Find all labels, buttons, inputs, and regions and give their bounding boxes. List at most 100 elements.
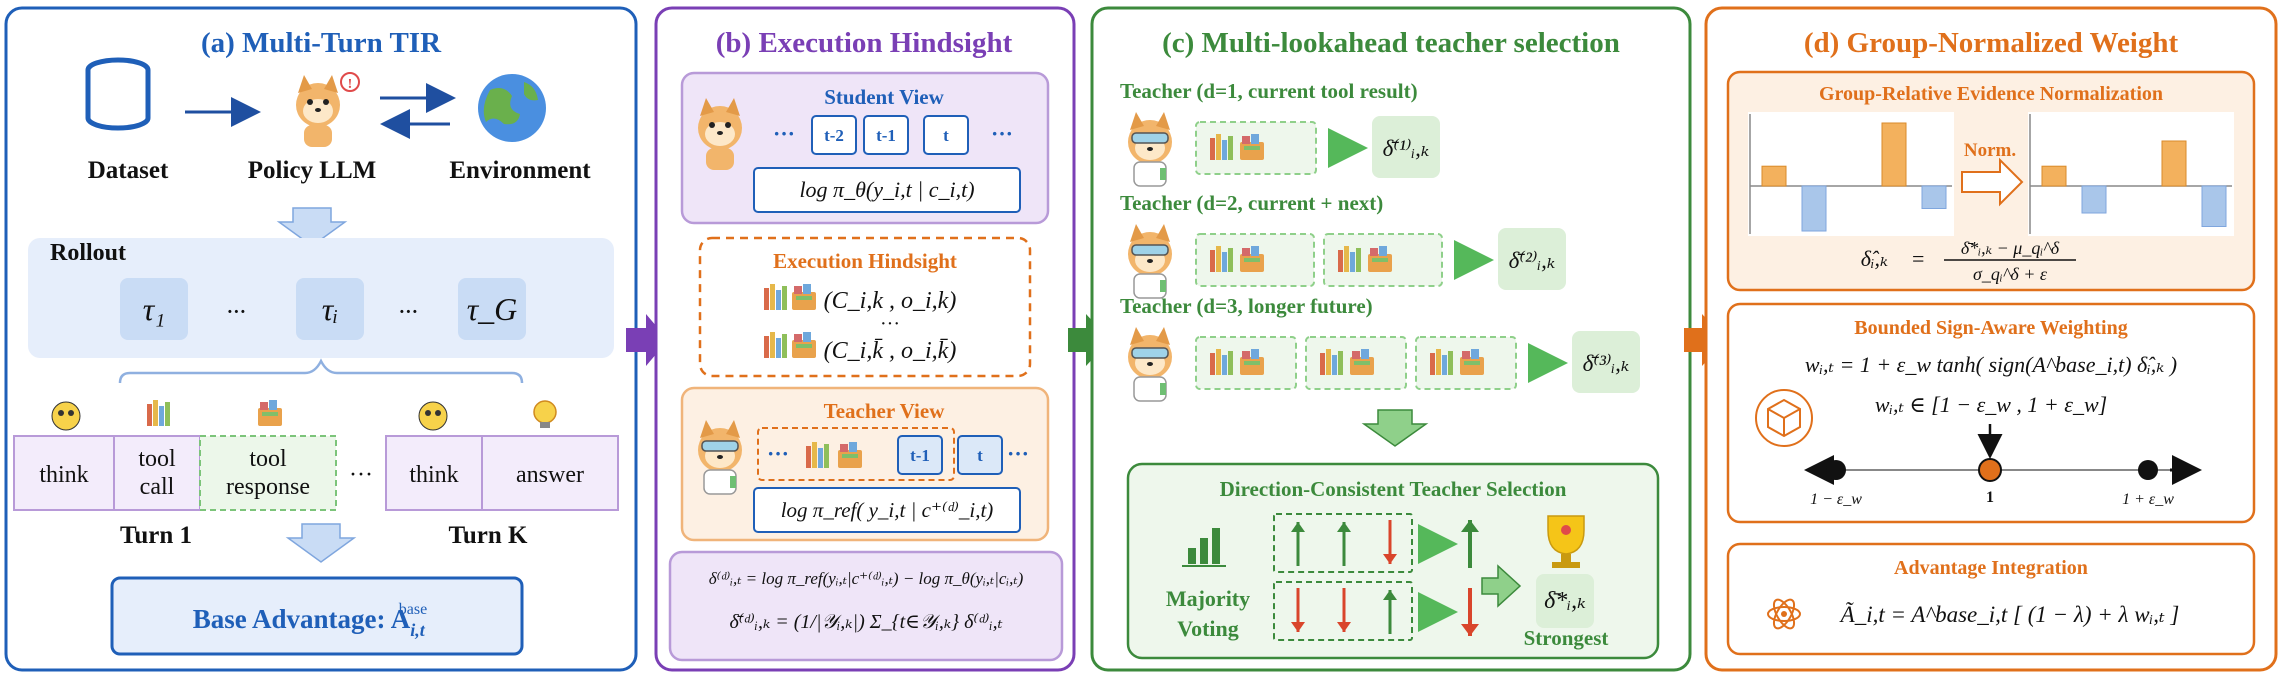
turn1-label: Turn 1 bbox=[120, 522, 192, 549]
panel-c: (c) Multi-lookahead teacher selection Te… bbox=[1090, 6, 1692, 672]
turn-cell-label: think bbox=[39, 462, 88, 488]
svg-text:=: = bbox=[1912, 246, 1924, 271]
turn-cell bbox=[13, 435, 115, 511]
token-label: t bbox=[977, 446, 983, 465]
evidence-bar bbox=[2201, 185, 2227, 227]
turn-cell-label: think bbox=[409, 462, 458, 488]
delta-definition-box bbox=[668, 550, 1064, 662]
student-view-label: Student View bbox=[824, 85, 944, 109]
teacher-dog-icon bbox=[1127, 326, 1173, 402]
token-label: ··· bbox=[991, 121, 1013, 146]
token-label: ··· bbox=[773, 121, 795, 146]
trajectory-row: τ₁···τᵢ···τ_G bbox=[120, 278, 526, 340]
teacher-delta: δ̄⁽²⁾ᵢ,ₖ bbox=[1509, 248, 1556, 273]
arrow-b-to-c bbox=[1068, 314, 1110, 366]
token-label: t-1 bbox=[910, 446, 930, 465]
bounded-title: Bounded Sign-Aware Weighting bbox=[1854, 317, 2127, 339]
globe-icon bbox=[478, 74, 546, 142]
advantage-title: Advantage Integration bbox=[1894, 557, 2088, 579]
panel-a: (a) Multi-Turn TIR Dataset ! Policy LLM … bbox=[4, 6, 638, 672]
environment-label: Environment bbox=[449, 157, 591, 184]
token-label: t-1 bbox=[876, 126, 896, 145]
database-icon bbox=[85, 57, 151, 131]
bars-before-norm bbox=[1761, 122, 1947, 232]
evidence-bar bbox=[1921, 185, 1947, 209]
axis-min-point bbox=[1826, 460, 1846, 480]
advantage-integration-box bbox=[1726, 542, 2256, 656]
norm-denominator: σ_qᵢ^δ + ε bbox=[1973, 264, 2048, 284]
trajectory-label: τᵢ bbox=[322, 291, 339, 327]
student-tokens: ··· t-2 t-1 t ··· bbox=[773, 115, 1013, 155]
student-formula-box bbox=[753, 167, 1021, 213]
trajectory-label: τ_G bbox=[467, 291, 518, 327]
teacher-delta-box bbox=[1498, 228, 1566, 290]
panel-d: (d) Group-Normalized Weight Group-Relati… bbox=[1704, 6, 2278, 672]
delta-formula-2: δ̄⁽ᵈ⁾ᵢ,ₖ = (1/|𝒴ᵢ,ₖ|) Σ_{t∈𝒴ᵢ,ₖ} δ⁽ᵈ⁾ᵢ,ₜ bbox=[729, 611, 1002, 633]
evidence-bar bbox=[2041, 165, 2067, 187]
majority-label: Majority bbox=[1166, 586, 1250, 611]
token-label: ··· bbox=[1007, 441, 1029, 466]
turn-cell-label: ··· bbox=[349, 462, 373, 488]
selection-title: Direction-Consistent Teacher Selection bbox=[1220, 477, 1567, 501]
token-label: t-2 bbox=[824, 126, 844, 145]
evidence-bar bbox=[1801, 185, 1827, 232]
trajectory-box bbox=[120, 278, 188, 340]
policy-label: Policy LLM bbox=[248, 157, 376, 184]
trophy-icon bbox=[1547, 515, 1585, 568]
turnK-label: Turn K bbox=[449, 522, 529, 549]
panel-b: (b) Execution Hindsight Student View ···… bbox=[654, 6, 1076, 672]
bounded-weight-box bbox=[1726, 302, 2256, 524]
trajectory-box bbox=[296, 278, 364, 340]
student-formula: log π_θ(y_i,t | c_i,t) bbox=[799, 177, 974, 202]
teacher-label: Teacher (d=2, current + next) bbox=[1120, 191, 1383, 215]
turn-cell-label: tool bbox=[138, 446, 176, 472]
token-box bbox=[957, 435, 1003, 475]
norm-lhs: δ̂ᵢ,ₖ bbox=[1861, 246, 1888, 271]
selection-box bbox=[1126, 462, 1660, 660]
token-box bbox=[863, 115, 909, 155]
teacher-delta-box bbox=[1372, 116, 1440, 178]
voting-label: Voting bbox=[1177, 616, 1239, 641]
vote-grid bbox=[1273, 513, 1479, 641]
weight-range: wᵢ,ₜ ∈ [1 − ε_w , 1 + ε_w] bbox=[1875, 392, 2107, 417]
panel-b-title: (b) Execution Hindsight bbox=[716, 27, 1013, 59]
evidence-bar bbox=[2161, 140, 2187, 187]
token-box bbox=[923, 115, 969, 155]
advantage-formula: Ã_i,t = A^base_i,t [ (1 − λ) + λ wᵢ,ₜ ] bbox=[1839, 601, 2180, 627]
svg-text:!: ! bbox=[348, 77, 353, 92]
dataset-label: Dataset bbox=[88, 157, 169, 184]
exec-row-1: (C_i,k , o_i,k) bbox=[824, 288, 957, 314]
turn-cell bbox=[199, 435, 337, 511]
strongest-label: Strongest bbox=[1524, 626, 1609, 650]
teacher-view-label: Teacher View bbox=[824, 399, 946, 423]
teacher-formula: log π_ref( y_i,t | c⁺⁽ᵈ⁾_i,t) bbox=[781, 498, 994, 522]
evidence-bar bbox=[1881, 122, 1907, 187]
bar-chart-icon bbox=[1182, 528, 1226, 567]
teacher-rows: Teacher (d=1, current tool result)δ̄⁽¹⁾ᵢ… bbox=[1120, 79, 1640, 402]
axis-center-point bbox=[1978, 458, 2002, 482]
trajectory-label: ··· bbox=[226, 297, 246, 326]
teacher-dog-icon bbox=[1127, 111, 1173, 187]
teacher-delta-box bbox=[1572, 331, 1640, 393]
axis-label-max: 1 + ε_w bbox=[2122, 491, 2174, 508]
arrow-a-to-b bbox=[626, 314, 668, 366]
teacher-formula-box bbox=[753, 487, 1021, 533]
vote-row-box bbox=[1273, 581, 1413, 641]
base-advantage-box bbox=[110, 576, 524, 656]
turn-cell-label: call bbox=[140, 474, 175, 500]
exec-row-3: (C_i,k̄ , o_i,k̄) bbox=[824, 338, 957, 364]
token-label: ··· bbox=[767, 441, 789, 466]
axis-max-point bbox=[2138, 460, 2158, 480]
turn-cell-label: tool bbox=[249, 446, 287, 472]
token-label: t bbox=[943, 126, 949, 145]
panel-c-title: (c) Multi-lookahead teacher selection bbox=[1162, 27, 1620, 59]
token-box bbox=[811, 115, 857, 155]
bars-after-norm bbox=[2041, 140, 2227, 227]
evidence-bar bbox=[2081, 185, 2107, 214]
teacher-label: Teacher (d=3, longer future) bbox=[1120, 294, 1373, 318]
trajectory-label: τ₁ bbox=[143, 291, 166, 327]
strongest-delta: δ̄*ᵢ,ₖ bbox=[1544, 588, 1586, 614]
rollout-label: Rollout bbox=[50, 240, 126, 266]
